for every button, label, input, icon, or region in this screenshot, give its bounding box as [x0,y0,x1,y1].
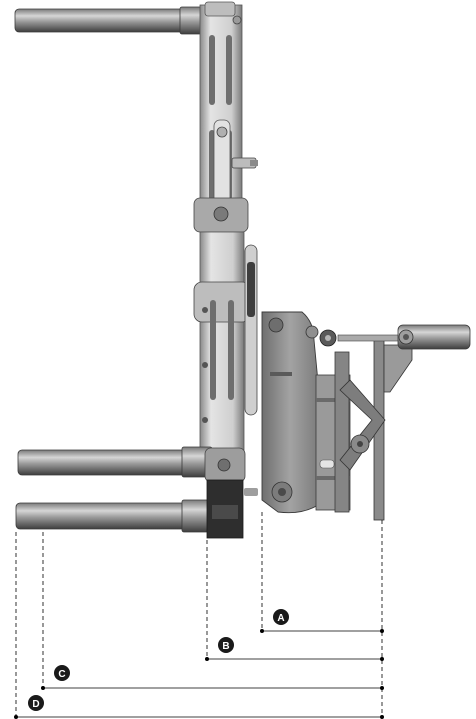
upper-vertical-arm [193,1,258,251]
mounting-body [261,311,351,514]
dimension-lines [15,512,383,718]
dimension-label-c: C [58,669,65,680]
bottom-roller-tube [15,479,258,539]
middle-roller-tube [17,446,246,483]
dimension-badge-a: A [273,609,289,625]
dimension-badge-b: B [218,637,234,653]
lower-vertical-arm [193,231,258,463]
top-roller-tube [14,6,209,35]
cross-frame [337,324,471,521]
dimension-label-b: B [222,641,229,652]
dimension-badge-d: D [28,695,44,711]
dimension-endpoints [14,629,384,719]
dimension-badge-c: C [54,665,70,681]
dimension-label-a: A [277,613,284,624]
dimension-label-d: D [32,699,39,710]
